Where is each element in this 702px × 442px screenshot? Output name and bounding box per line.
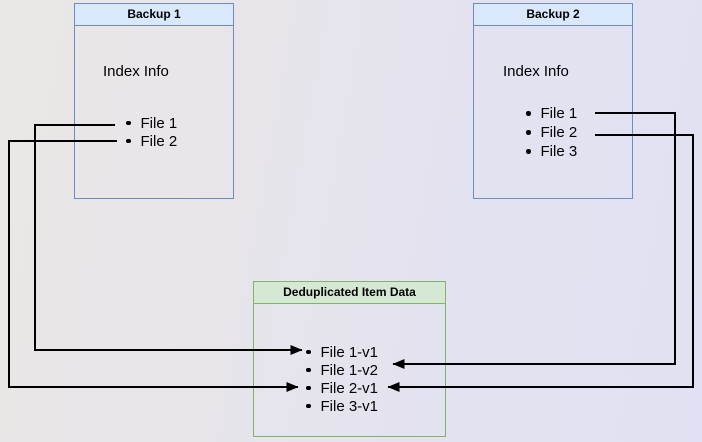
dedup-box: Deduplicated Item Data File 1-v1 File 1-… [253,281,446,437]
list-item: File 1-v2 [306,361,378,379]
backup1-box: Backup 1 Index Info File 1 File 2 [74,3,234,199]
dedup-item-label: File 3-v1 [320,397,379,415]
backup1-file-list: File 1 File 2 [126,114,177,150]
list-item: File 1 [126,114,177,132]
backup1-title: Backup 1 [75,4,233,26]
file-label: File 1 [540,105,578,122]
list-item: File 2 [126,132,177,150]
list-item: File 3-v1 [306,397,378,415]
backup1-index-info-label: Index Info [103,63,169,80]
file-label: File 3 [540,143,578,160]
dedup-item-label: File 1-v2 [320,361,379,379]
bullet-icon [306,385,311,391]
backup2-index-info-label: Index Info [503,63,569,80]
file-label: File 2 [540,124,578,141]
list-item: File 2-v1 [306,379,378,397]
bullet-icon [126,138,131,144]
backup2-box: Backup 2 Index Info File 1 File 2 File 3 [473,3,633,199]
dedup-item-list: File 1-v1 File 1-v2 File 2-v1 File 3-v1 [306,343,378,415]
dedup-item-label: File 2-v1 [320,379,379,397]
file-label: File 1 [140,114,178,132]
list-item: File 3 [526,142,577,161]
list-item: File 1-v1 [306,343,378,361]
dedup-title: Deduplicated Item Data [254,282,445,304]
backup2-file-list: File 1 File 2 File 3 [526,104,577,161]
bullet-icon [526,111,531,116]
bullet-icon [306,403,311,409]
list-item: File 2 [526,123,577,142]
bullet-icon [306,349,311,355]
bullet-icon [526,130,531,135]
backup2-title: Backup 2 [474,4,632,26]
dedup-item-label: File 1-v1 [320,343,379,361]
bullet-icon [126,120,131,126]
list-item: File 1 [526,104,577,123]
bullet-icon [306,367,311,373]
file-label: File 2 [140,132,178,150]
bullet-icon [526,149,531,154]
